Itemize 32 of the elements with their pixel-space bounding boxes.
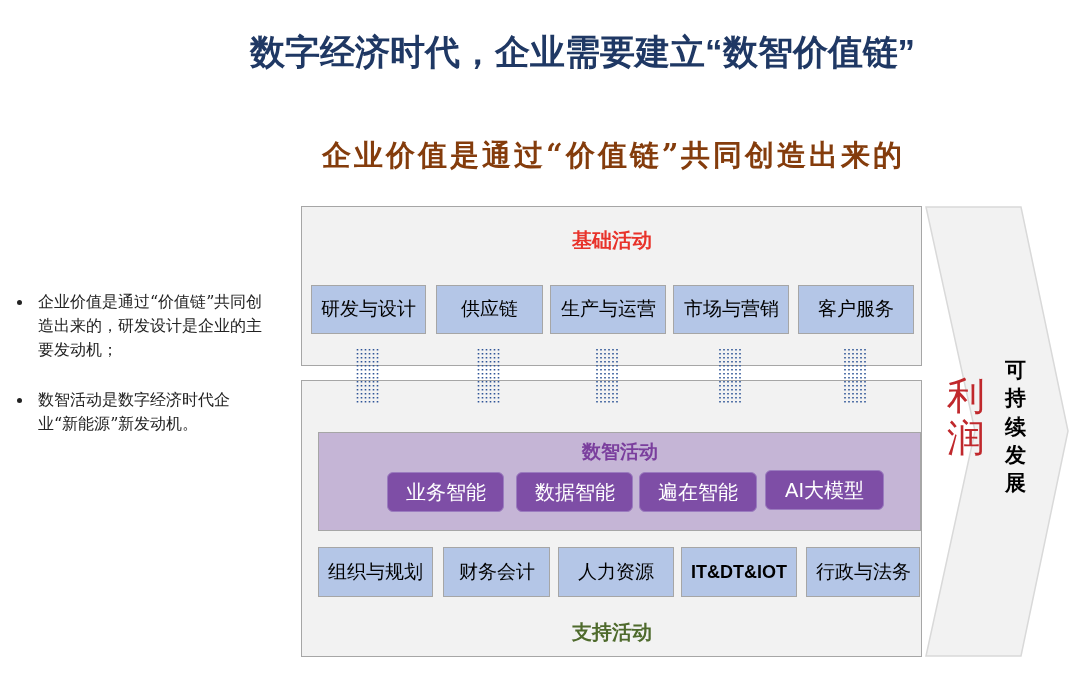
activity-box: 供应链	[436, 285, 543, 334]
panel-heading: 数智活动	[580, 440, 659, 464]
activity-panel	[301, 380, 922, 657]
dotted-link	[356, 348, 379, 405]
activity-box: 行政与法务	[806, 547, 920, 597]
dotted-link	[844, 348, 866, 405]
bullet-text: 企业价值是通过“价值链”共同创造出来的，研发设计是企业的主要发动机；	[38, 291, 263, 361]
digital-panel	[318, 432, 921, 531]
subtitle: 企业价值是通过“价值链”共同创造出来的	[322, 137, 906, 174]
activity-panel	[301, 206, 922, 366]
activity-box: 生产与运营	[550, 285, 666, 334]
dotted-link	[477, 348, 500, 405]
panel-heading: 支持活动	[570, 620, 653, 645]
sustainable-text: 可持续发展	[1005, 356, 1026, 498]
activity-box: 市场与营销	[673, 285, 789, 334]
activity-box: 研发与设计	[311, 285, 426, 334]
bullet-text: 数智活动是数字经济时代企业“新能源”新发动机。	[38, 389, 231, 435]
activity-box: 客户服务	[798, 285, 914, 334]
capability-box: AI大模型	[765, 470, 884, 510]
capability-box: 数据智能	[516, 472, 633, 512]
activity-box: 组织与规划	[318, 547, 433, 597]
activity-box: IT&DT&IOT	[681, 547, 797, 597]
chevron-arrow	[925, 206, 1070, 657]
activity-box: 财务会计	[443, 547, 550, 597]
title: 数字经济时代，企业需要建立“数智价值链”	[250, 31, 915, 73]
dotted-link	[596, 348, 618, 405]
activity-box: 人力资源	[558, 547, 674, 597]
capability-box: 业务智能	[387, 472, 504, 512]
capability-box: 遍在智能	[639, 472, 757, 512]
profit-text: 利润	[947, 376, 985, 460]
dotted-link	[719, 348, 741, 405]
panel-heading: 基础活动	[570, 228, 653, 253]
